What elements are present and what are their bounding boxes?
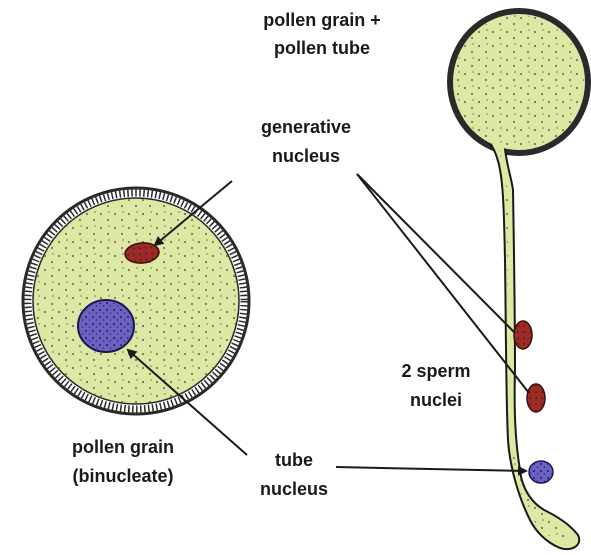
label-generative-1: generative	[261, 117, 351, 137]
label-pollen-grain-tube-2: pollen tube	[274, 38, 370, 58]
sperm-nucleus-upper	[514, 321, 532, 349]
tube-nucleus-in-tube	[529, 461, 553, 483]
tube-nucleus	[78, 300, 134, 352]
pollen-cytoplasm-dots	[34, 199, 238, 403]
arrow-tube-nucleus-tube	[336, 467, 526, 471]
label-sperm-1: 2 sperm	[401, 361, 470, 381]
label-tube-2: nucleus	[260, 479, 328, 499]
grain-cytoplasm-dots	[454, 15, 584, 149]
label-generative-2: nucleus	[272, 146, 340, 166]
pollen-tube	[488, 140, 579, 549]
label-binucleate-2: (binucleate)	[72, 466, 173, 486]
binucleate-pollen-grain	[23, 188, 249, 414]
pollen-tube-dots	[498, 150, 570, 541]
label-binucleate-1: pollen grain	[72, 437, 174, 457]
label-sperm-2: nuclei	[410, 390, 462, 410]
label-tube-1: tube	[275, 450, 313, 470]
line-sperm-upper	[357, 174, 515, 333]
sperm-nucleus-lower	[527, 384, 545, 412]
germinating-pollen-grain	[447, 8, 591, 549]
label-pollen-grain-tube-1: pollen grain +	[263, 10, 381, 30]
